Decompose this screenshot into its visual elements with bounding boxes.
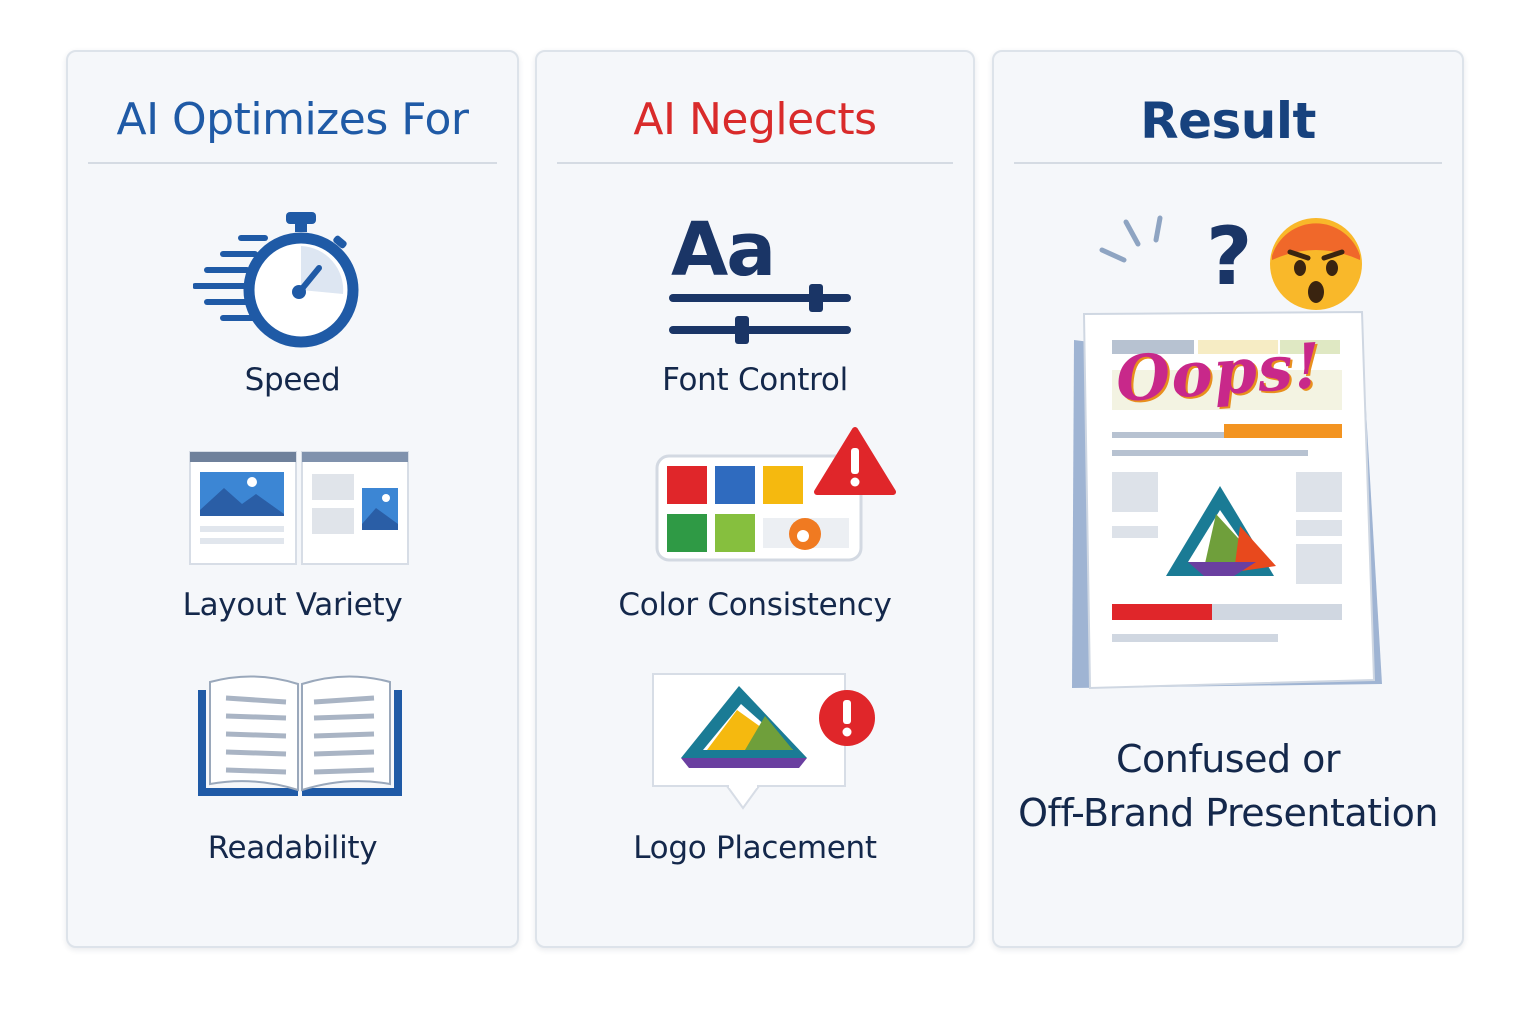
- color-palette-warning-icon: [655, 427, 896, 562]
- off-brand-document-icon: [1072, 310, 1382, 690]
- panel-ai-neglects: AI Neglects Aa Font Control Color Consis…: [535, 50, 975, 948]
- stopwatch-icon: [193, 212, 359, 348]
- oops-text: Oops!: [1113, 328, 1325, 417]
- panel-title: AI Optimizes For: [116, 94, 469, 145]
- open-book-icon: [198, 675, 402, 796]
- result-label-line-1: Confused or: [1115, 737, 1341, 781]
- title-divider: [557, 162, 953, 164]
- font-glyph: Aa: [671, 207, 776, 293]
- item-label-font-control: Font Control: [662, 362, 848, 398]
- result-label-line-2: Off-Brand Presentation: [1018, 791, 1438, 835]
- panel-title: AI Neglects: [633, 94, 877, 145]
- panel-title: Result: [1140, 92, 1316, 150]
- item-label-layout-variety: Layout Variety: [182, 587, 403, 623]
- title-divider: [88, 162, 497, 164]
- panel-ai-optimizes-for: AI Optimizes For Speed: [66, 50, 519, 948]
- layout-pages-icon: [189, 451, 409, 565]
- question-mark-icon: ?: [1206, 210, 1253, 303]
- item-label-readability: Readability: [207, 830, 378, 866]
- logo-alert-icon: [652, 673, 875, 810]
- shocked-face-icon: [1270, 218, 1362, 310]
- font-sliders-icon: [669, 284, 851, 344]
- item-label-speed: Speed: [244, 362, 341, 398]
- item-label-logo-placement: Logo Placement: [633, 830, 877, 866]
- panel-result: Result ?: [992, 50, 1464, 948]
- surprise-burst-icon: [1099, 215, 1163, 263]
- title-divider: [1014, 162, 1442, 164]
- item-label-color-consistency: Color Consistency: [618, 587, 892, 623]
